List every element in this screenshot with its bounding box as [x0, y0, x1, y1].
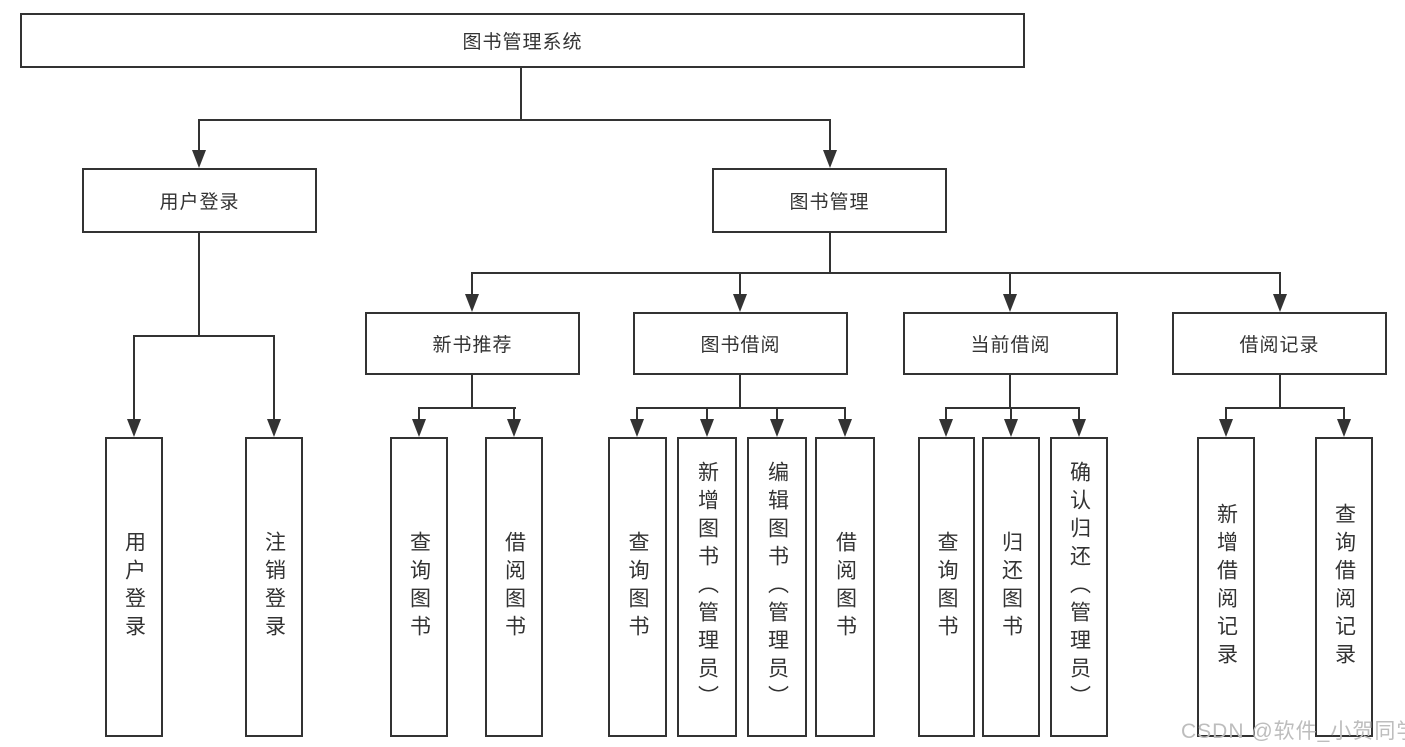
leaf-user-login: 用户登录	[105, 437, 163, 737]
leaf-borrow-books-recommend: 借阅图书	[485, 437, 543, 737]
node-new-book-recommend: 新书推荐	[365, 312, 580, 375]
node-current-borrow: 当前借阅	[903, 312, 1118, 375]
connector	[273, 335, 275, 419]
arrow-down-icon	[192, 150, 206, 168]
node-book-borrow: 图书借阅	[633, 312, 848, 375]
node-label: 新增借阅记录	[1214, 503, 1238, 671]
connector	[133, 335, 275, 337]
connector	[1078, 407, 1080, 419]
node-label: 归还图书	[999, 531, 1023, 643]
arrow-down-icon	[630, 419, 644, 437]
arrow-down-icon	[127, 419, 141, 437]
connector	[844, 407, 846, 419]
connector	[1009, 375, 1011, 407]
leaf-query-books-borrow: 查询图书	[608, 437, 667, 737]
leaf-query-borrow-record: 查询借阅记录	[1315, 437, 1373, 737]
arrow-down-icon	[1003, 294, 1017, 312]
connector	[945, 407, 947, 419]
connector	[520, 68, 522, 119]
arrow-down-icon	[507, 419, 521, 437]
connector	[198, 119, 831, 121]
connector	[739, 375, 741, 407]
arrow-down-icon	[1072, 419, 1086, 437]
connector	[1009, 272, 1011, 295]
node-label: 查询图书	[407, 531, 431, 643]
leaf-add-borrow-record: 新增借阅记录	[1197, 437, 1255, 737]
arrow-down-icon	[770, 419, 784, 437]
connector	[471, 272, 473, 295]
leaf-edit-book-admin: 编辑图书（管理员）	[747, 437, 807, 737]
node-label: 当前借阅	[970, 335, 1051, 356]
connector	[776, 407, 778, 419]
arrow-down-icon	[465, 294, 479, 312]
connector	[418, 407, 516, 409]
connector	[133, 335, 135, 419]
node-label: 图书借阅	[700, 335, 781, 356]
connector	[1225, 407, 1345, 409]
arrow-down-icon	[1337, 419, 1351, 437]
arrow-down-icon	[823, 150, 837, 168]
connector	[513, 407, 515, 419]
connector	[706, 407, 708, 419]
connector	[1279, 375, 1281, 407]
node-label: 新增图书（管理员）	[695, 461, 719, 713]
leaf-query-books-current: 查询图书	[918, 437, 975, 737]
connector	[739, 272, 741, 295]
node-label: 图书管理系统	[462, 32, 583, 53]
connector	[636, 407, 638, 419]
node-root-library-system: 图书管理系统	[20, 13, 1025, 68]
connector	[1279, 272, 1281, 295]
arrow-down-icon	[1273, 294, 1287, 312]
node-label: 图书管理	[789, 192, 870, 213]
node-label: 编辑图书（管理员）	[765, 461, 789, 713]
connector	[1225, 407, 1227, 419]
connector	[471, 272, 1281, 274]
node-label: 查询图书	[626, 531, 649, 643]
arrow-down-icon	[267, 419, 281, 437]
arrow-down-icon	[700, 419, 714, 437]
node-label: 查询借阅记录	[1332, 503, 1356, 671]
arrow-down-icon	[1004, 419, 1018, 437]
node-user-login: 用户登录	[82, 168, 317, 233]
arrow-down-icon	[838, 419, 852, 437]
connector	[1010, 407, 1012, 419]
leaf-confirm-return-admin: 确认归还（管理员）	[1050, 437, 1108, 737]
connector	[636, 407, 846, 409]
connector	[198, 119, 200, 151]
node-label: 确认归还（管理员）	[1067, 461, 1091, 713]
leaf-borrow-books-borrow: 借阅图书	[815, 437, 875, 737]
node-label: 新书推荐	[432, 335, 513, 356]
node-label: 注销登录	[262, 531, 286, 643]
node-borrow-records: 借阅记录	[1172, 312, 1387, 375]
leaf-logout: 注销登录	[245, 437, 303, 737]
arrow-down-icon	[733, 294, 747, 312]
arrow-down-icon	[939, 419, 953, 437]
connector	[1343, 407, 1345, 419]
connector	[829, 119, 831, 151]
node-label: 借阅记录	[1239, 335, 1320, 356]
node-label: 借阅图书	[502, 531, 526, 643]
arrow-down-icon	[412, 419, 426, 437]
connector	[471, 375, 473, 407]
leaf-return-book: 归还图书	[982, 437, 1040, 737]
node-label: 查询图书	[935, 531, 958, 643]
node-book-management: 图书管理	[712, 168, 947, 233]
leaf-add-book-admin: 新增图书（管理员）	[677, 437, 737, 737]
node-label: 用户登录	[159, 192, 240, 213]
connector	[198, 233, 200, 335]
csdn-watermark: CSDN @软件_小贺同学	[1181, 720, 1405, 743]
arrow-down-icon	[1219, 419, 1233, 437]
leaf-query-books-recommend: 查询图书	[390, 437, 448, 737]
connector	[945, 407, 1080, 409]
connector	[418, 407, 420, 419]
connector	[829, 233, 831, 272]
node-label: 用户登录	[122, 531, 146, 643]
node-label: 借阅图书	[833, 531, 857, 643]
